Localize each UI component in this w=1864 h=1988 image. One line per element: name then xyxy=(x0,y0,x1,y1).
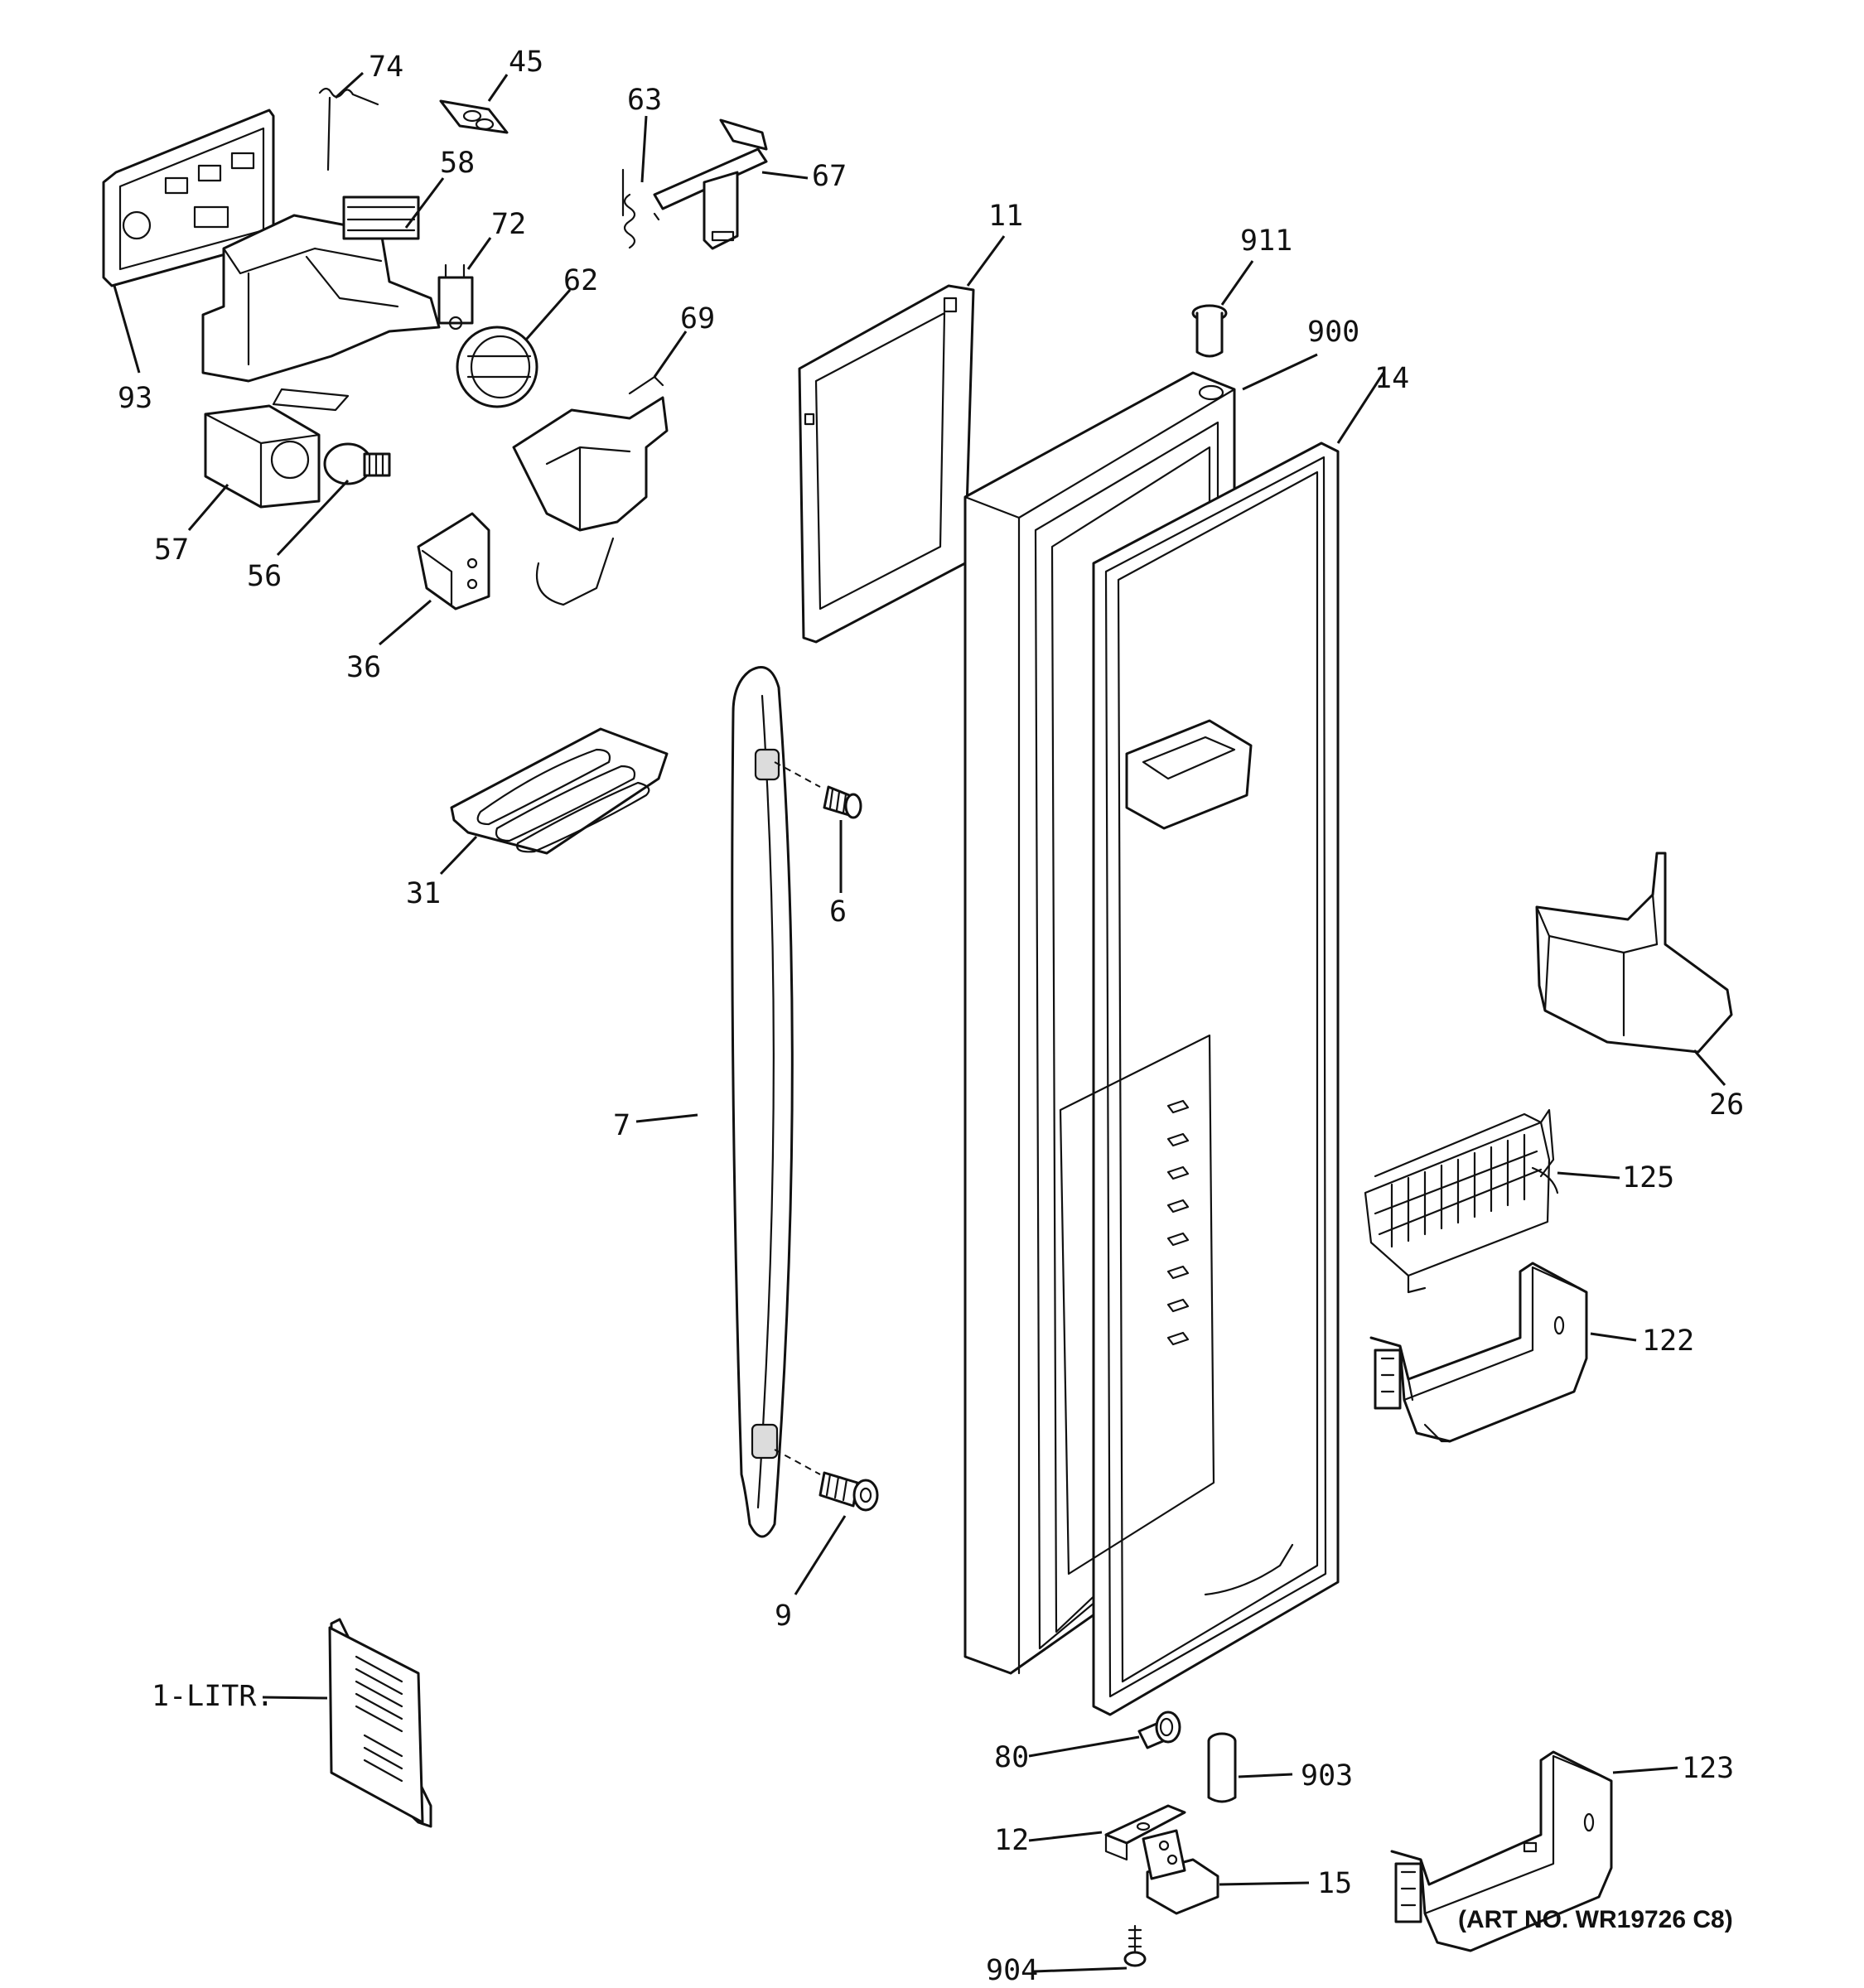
callout-80: 80 xyxy=(994,1741,1029,1774)
callout-6: 6 xyxy=(829,895,847,929)
callout-67: 67 xyxy=(812,160,847,193)
callout-14: 14 xyxy=(1374,362,1409,395)
part-80-plug xyxy=(1137,1711,1181,1749)
callout-36: 36 xyxy=(346,651,381,684)
part-57-motor xyxy=(204,404,321,509)
callout-63: 63 xyxy=(627,84,662,117)
part-9-screw xyxy=(774,1449,879,1512)
part-911-bushing xyxy=(1191,304,1228,358)
callout-62: 62 xyxy=(563,264,598,297)
part-45-bracket xyxy=(439,99,509,134)
part-69-ice-funnel xyxy=(512,375,669,606)
part-14-gasket xyxy=(1059,442,1340,1716)
callout-58: 58 xyxy=(440,147,475,180)
callout-69: 69 xyxy=(680,302,715,335)
callout-122: 122 xyxy=(1642,1325,1694,1358)
callout-56: 56 xyxy=(247,560,282,593)
callout-911: 911 xyxy=(1240,224,1292,258)
callout-12: 12 xyxy=(994,1824,1029,1857)
part-125-wire-shelf xyxy=(1364,1108,1559,1294)
callout-1-litr: 1-LITR. xyxy=(152,1680,274,1713)
part-122-door-bin xyxy=(1369,1262,1588,1443)
part-11-dispenser-frame xyxy=(798,284,975,644)
callout-125: 125 xyxy=(1622,1161,1674,1194)
part-15-bottom-hinge xyxy=(1142,1829,1219,1915)
part-1-litr-literature xyxy=(328,1618,432,1828)
part-31-drip-grille xyxy=(450,727,669,855)
callout-26: 26 xyxy=(1709,1088,1744,1122)
callout-900: 900 xyxy=(1307,316,1359,349)
part-62-ring xyxy=(456,326,538,408)
callout-72: 72 xyxy=(491,208,526,241)
part-58-chute-housing xyxy=(201,195,441,412)
callout-903: 903 xyxy=(1301,1759,1353,1793)
part-63-spring xyxy=(621,168,660,249)
callout-93: 93 xyxy=(118,382,152,415)
part-123-door-bin xyxy=(1390,1750,1613,1952)
part-74-spring xyxy=(318,87,379,171)
part-56-bulb xyxy=(323,442,391,485)
part-904-screw xyxy=(1123,1924,1147,1967)
part-6-screw xyxy=(774,761,862,819)
callout-45: 45 xyxy=(509,46,543,79)
callout-74: 74 xyxy=(369,51,403,84)
art-number: (ART NO. WR19726 C8) xyxy=(1458,1906,1733,1933)
part-72-switch xyxy=(437,263,474,331)
part-12-hinge-plate xyxy=(1104,1804,1186,1861)
leader-lines xyxy=(113,71,1726,1973)
part-7-handle xyxy=(731,666,794,1538)
callout-15: 15 xyxy=(1317,1867,1352,1900)
callout-labels: 74 45 63 67 58 72 93 62 69 57 56 36 11 9… xyxy=(118,46,1744,1987)
callout-31: 31 xyxy=(406,877,441,910)
callout-11: 11 xyxy=(988,200,1023,233)
part-903-pin xyxy=(1207,1732,1237,1803)
callout-904: 904 xyxy=(986,1954,1038,1987)
part-26-cover xyxy=(1535,852,1733,1054)
callout-123: 123 xyxy=(1682,1752,1734,1785)
part-67-actuator xyxy=(653,118,768,250)
callout-9: 9 xyxy=(775,1600,792,1633)
part-36-hinge-bracket xyxy=(417,512,490,610)
callout-7: 7 xyxy=(613,1109,630,1142)
callout-57: 57 xyxy=(154,533,189,567)
